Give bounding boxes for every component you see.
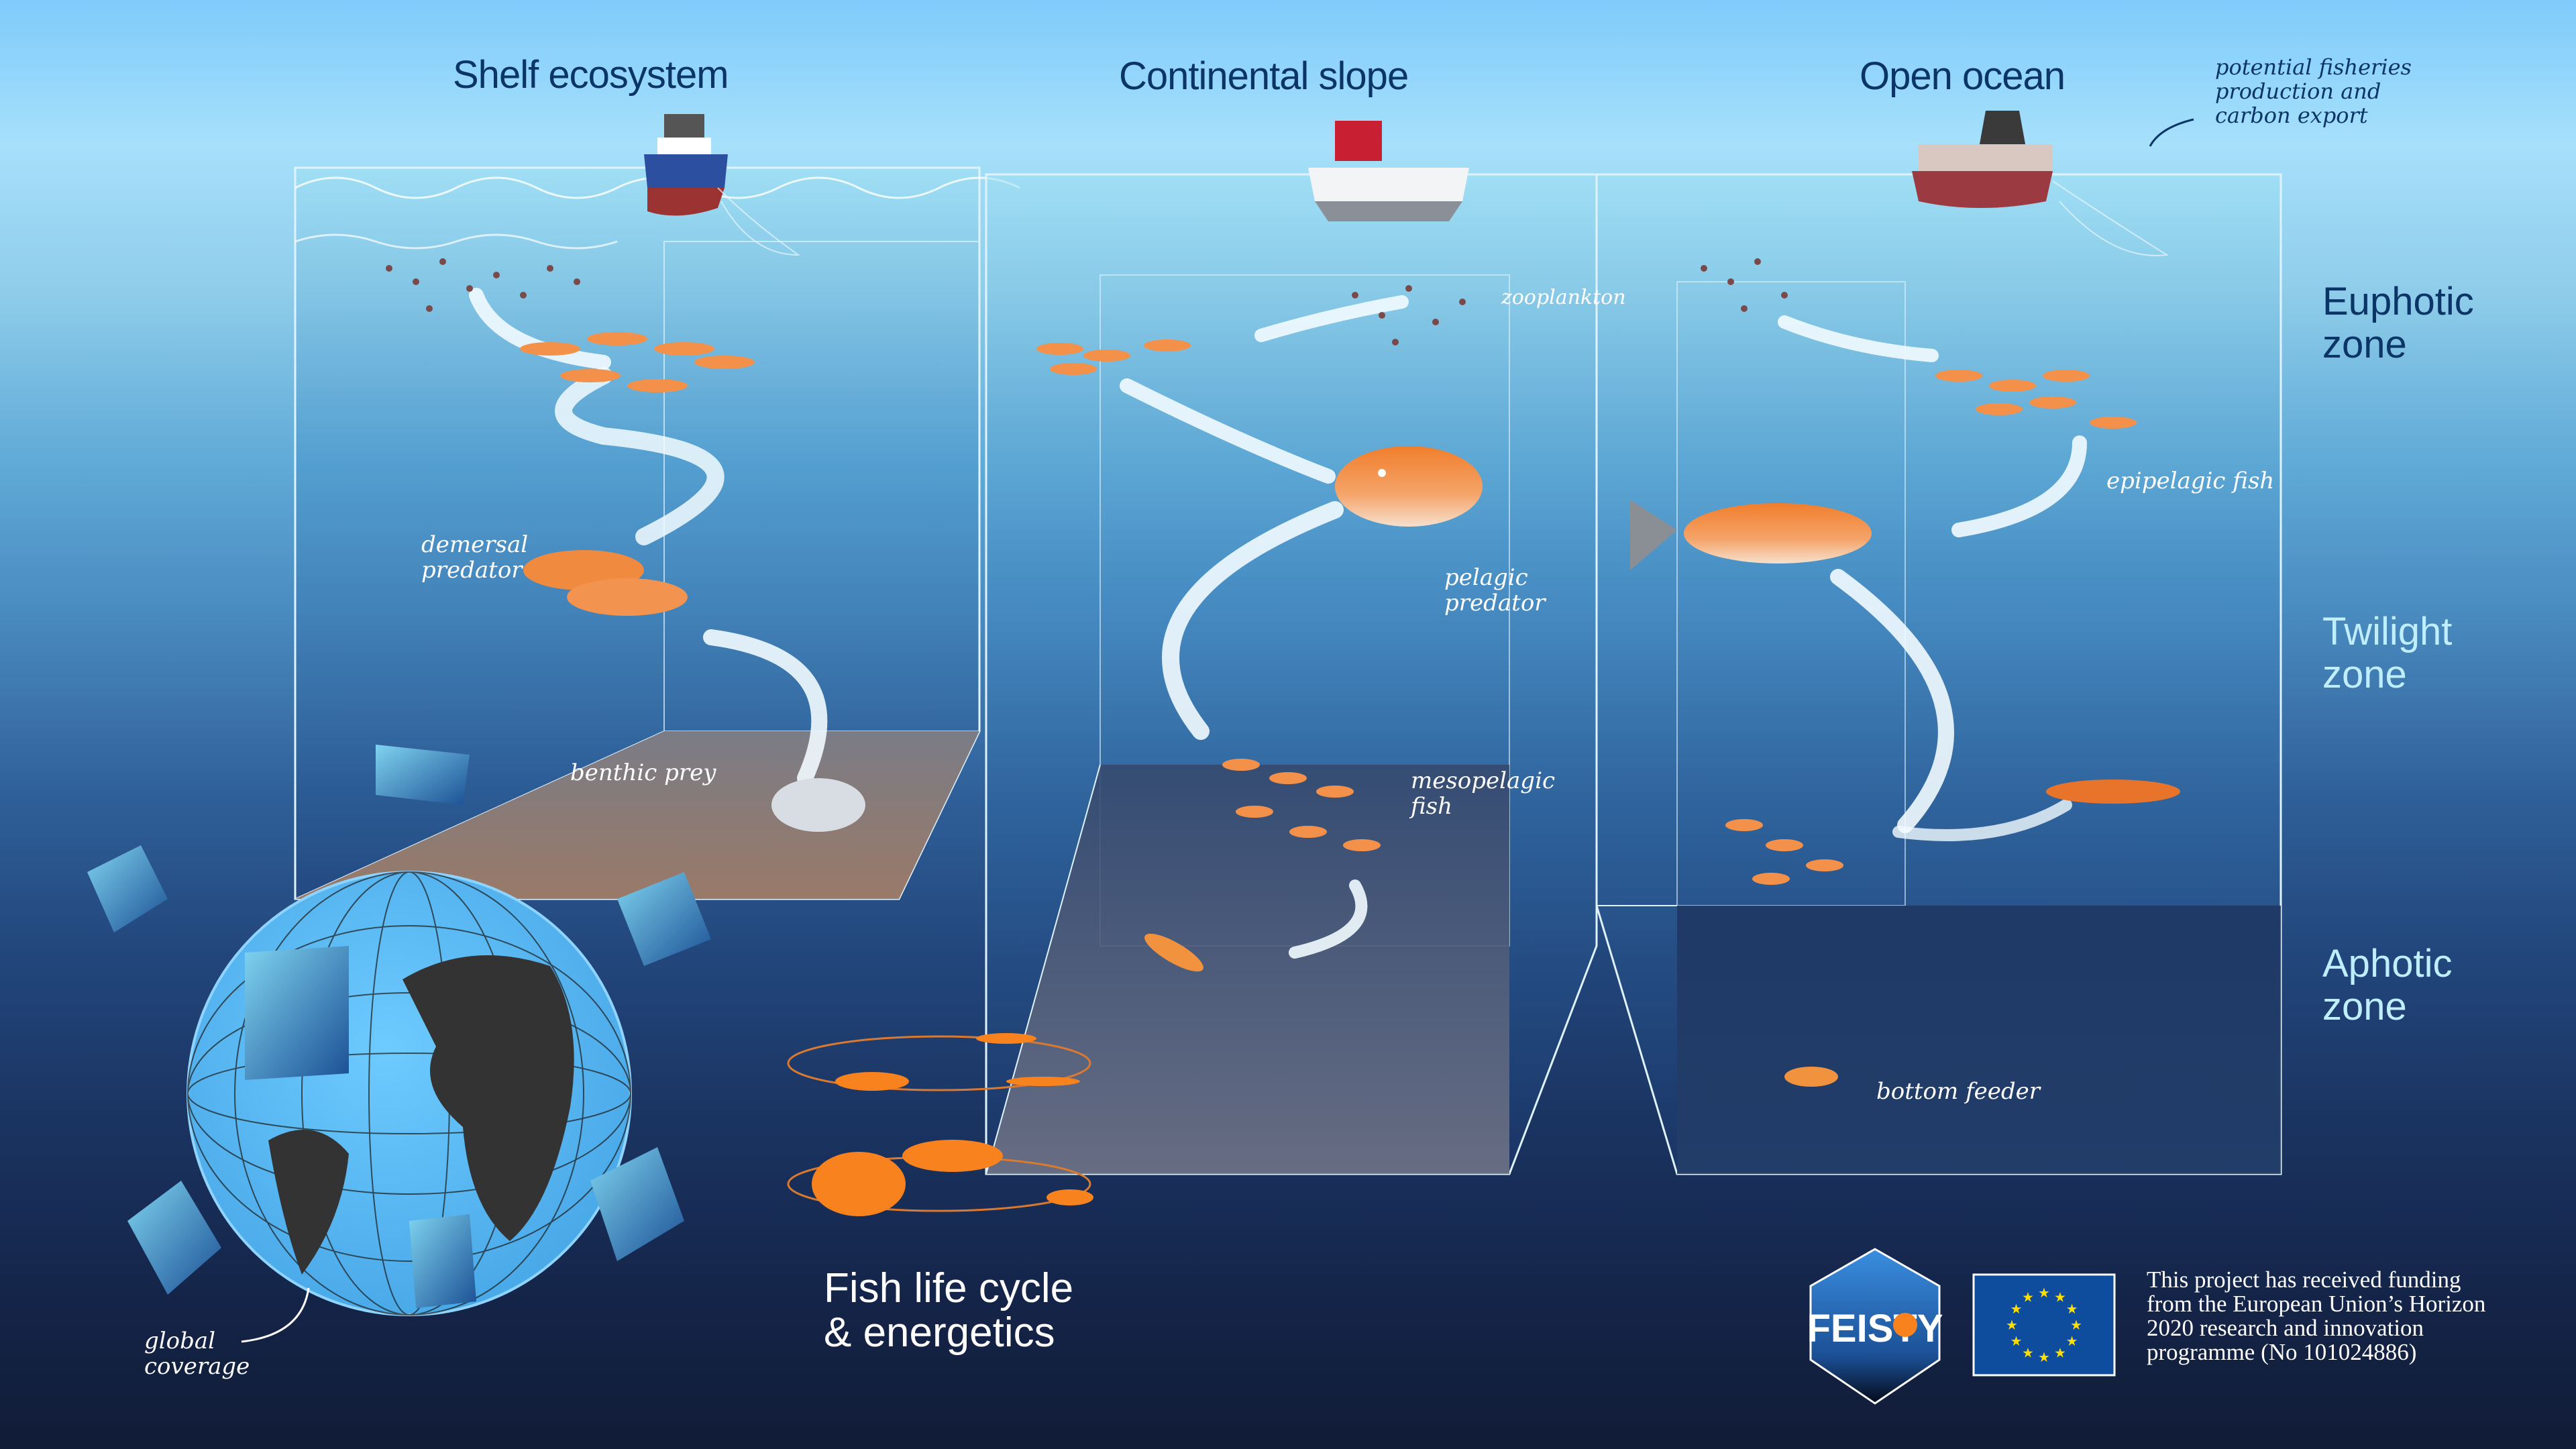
label-line: demersal: [421, 531, 529, 558]
svg-text:FEISTY: FEISTY: [1807, 1307, 1943, 1350]
zone-label-twilight: Twilight zone: [2322, 610, 2452, 696]
eu-star-icon: ★: [2038, 1286, 2050, 1301]
eu-star-icon: ★: [2010, 1334, 2022, 1349]
zone-name: Twilight: [2322, 610, 2453, 653]
eu-star-icon: ★: [2022, 1290, 2034, 1305]
demersal-predator-fish: [523, 550, 688, 616]
eu-stars: ★★★★★★★★★★★★: [2006, 1286, 2082, 1365]
label-pelagic-predator: pelagic predator: [1444, 565, 1546, 616]
life-cycle-line: Fish life cycle: [824, 1265, 1074, 1311]
fishing-boat-ocean: [1912, 111, 2169, 256]
label-demersal-predator: demersal predator: [421, 532, 528, 583]
label-line: mesopelagic: [1411, 767, 1555, 794]
fish-schools: [520, 332, 2137, 885]
zone-label-euphotic: Euphotic zone: [2322, 280, 2474, 366]
life-cycle-rings: [787, 1033, 1093, 1216]
eu-flag: ★★★★★★★★★★★★: [1972, 1273, 2116, 1377]
pelagic-predator-fish: [1335, 446, 1483, 527]
benthic-crab: [771, 778, 865, 832]
label-benthic-prey: benthic prey: [570, 759, 716, 786]
annotation-pointer: [2149, 118, 2194, 147]
funding-line: 2020 research and innovation: [2147, 1315, 2424, 1341]
eu-star-icon: ★: [2054, 1290, 2066, 1305]
eu-star-icon: ★: [2038, 1350, 2050, 1365]
barracuda-fish: [2046, 780, 2180, 804]
label-line: coverage: [144, 1353, 250, 1380]
bottom-feeder-fish: [1144, 933, 1838, 1087]
funding-line: This project has received funding: [2147, 1267, 2461, 1293]
life-cycle-line: & energetics: [824, 1309, 1055, 1356]
label-line: global: [144, 1328, 216, 1354]
eu-star-icon: ★: [2054, 1346, 2066, 1361]
globe-illustration: [87, 745, 711, 1316]
section-title-slope: Continental slope: [1119, 54, 1409, 98]
label-bottom-feeder: bottom feeder: [1876, 1078, 2041, 1105]
funding-line: from the European Union’s Horizon: [2147, 1291, 2486, 1317]
energy-flow-arrows: [469, 288, 2087, 959]
zone-suffix: zone: [2322, 653, 2407, 696]
funding-line: programme (No 101024886): [2147, 1339, 2417, 1365]
zone-name: Aphotic: [2322, 942, 2453, 985]
eu-star-icon: ★: [2066, 1334, 2078, 1349]
section-title-shelf: Shelf ecosystem: [453, 53, 729, 97]
eu-star-icon: ★: [2070, 1318, 2082, 1333]
feisty-logo: FEISTY: [1807, 1248, 1943, 1405]
label-zooplankton: zooplankton: [1501, 286, 1626, 309]
zone-name: Euphotic: [2322, 280, 2474, 323]
label-epipelagic-fish: epipelagic fish: [2106, 468, 2275, 494]
fishing-boat-slope: [1308, 121, 1469, 221]
zone-label-aphotic: Aphotic zone: [2322, 943, 2452, 1028]
label-line: pelagic: [1444, 564, 1528, 591]
funding-statement: This project has received funding from t…: [2147, 1268, 2563, 1364]
continental-slope-box: [985, 173, 1598, 1175]
global-coverage-pointer: [241, 1287, 310, 1343]
zone-suffix: zone: [2322, 323, 2407, 366]
fishing-boat-shelf: [644, 114, 801, 256]
label-line: predator: [421, 557, 523, 584]
eu-star-icon: ★: [2010, 1302, 2022, 1317]
label-mesopelagic-fish: mesopelagic fish: [1411, 768, 1555, 819]
annotation-fisheries-carbon: potential fisheries production and carbo…: [2215, 54, 2412, 128]
label-line: predator: [1444, 590, 1546, 616]
eu-star-icon: ★: [2022, 1346, 2034, 1361]
section-title-ocean: Open ocean: [1860, 54, 2065, 98]
zooplankton-swarm: [386, 258, 1788, 345]
tuna-fish: [1630, 500, 1872, 570]
zone-suffix: zone: [2322, 985, 2407, 1028]
life-cycle-title: Fish life cycle & energetics: [824, 1267, 1073, 1355]
eu-star-icon: ★: [2006, 1318, 2018, 1333]
label-global-coverage: global coverage: [144, 1328, 250, 1379]
label-line: fish: [1411, 793, 1453, 820]
eu-star-icon: ★: [2066, 1302, 2078, 1317]
